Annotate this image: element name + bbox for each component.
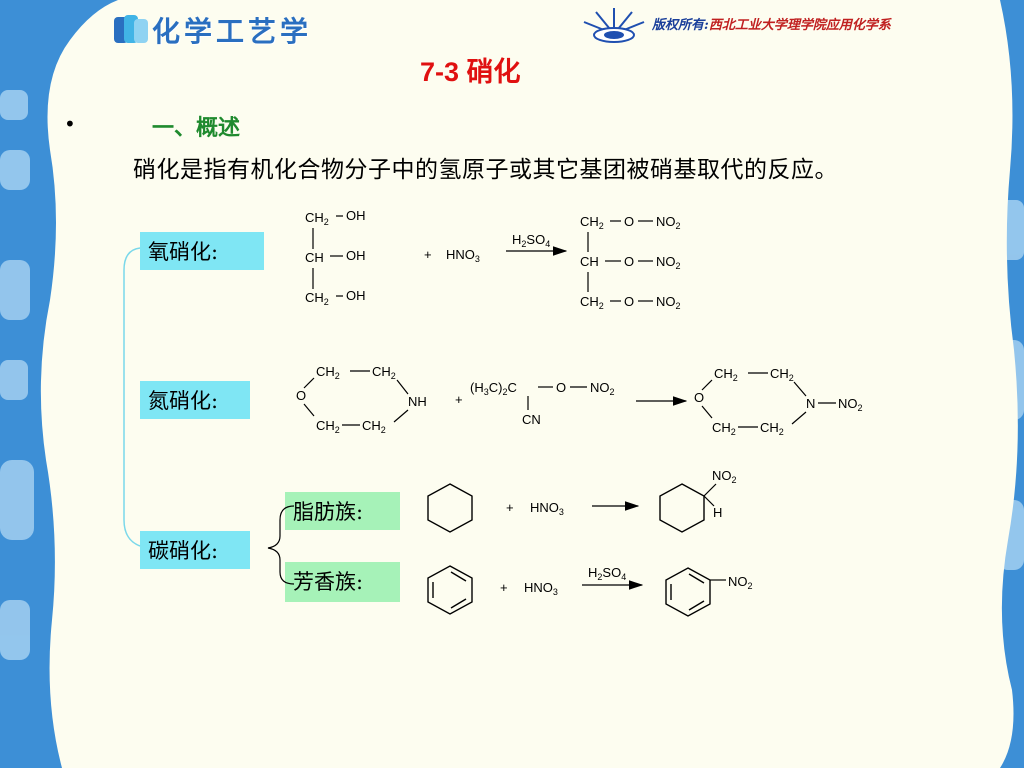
svg-text:CH2: CH2 xyxy=(714,366,738,383)
course-logo: 化学工艺学 xyxy=(112,8,312,52)
svg-text:CH2: CH2 xyxy=(580,294,604,311)
nitrogen-nitration-reaction: CH2 CH2 O NH CH2 CH2 + (H3C)2C O NO2 CN xyxy=(296,364,863,437)
section-heading: 一、概述 xyxy=(152,115,241,141)
svg-text:HNO3: HNO3 xyxy=(530,500,564,517)
svg-text:O: O xyxy=(296,388,306,403)
definition-text: 硝化是指有机化合物分子中的氢原子或其它基团被硝基取代的反应。 xyxy=(133,157,838,183)
label-carbon-nitration: 碳硝化: xyxy=(140,531,250,569)
svg-text:O: O xyxy=(624,214,634,229)
oxy-nitration-reaction: CH2 OH CH OH CH2 OH + HNO3 H2SO4 CH2 O N… xyxy=(305,208,681,311)
svg-text:NO2: NO2 xyxy=(590,380,615,397)
slide-title: 7-3 硝化 xyxy=(420,57,521,87)
nitrocyclohexane-ring xyxy=(659,483,705,533)
svg-text:CH: CH xyxy=(580,254,599,269)
svg-text:(H3C)2C: (H3C)2C xyxy=(470,380,517,397)
benzene-ring xyxy=(427,565,473,615)
nitroglycerin-product: CH2 O NO2 CH O NO2 CH2 O NO2 xyxy=(580,214,681,311)
svg-text:O: O xyxy=(556,380,566,395)
svg-text:H2SO4: H2SO4 xyxy=(512,232,550,249)
svg-text:+: + xyxy=(506,500,514,515)
svg-text:H2SO4: H2SO4 xyxy=(588,565,626,582)
svg-text:NO2: NO2 xyxy=(656,254,681,271)
label-aliphatic: 脂肪族: xyxy=(285,492,400,530)
label-oxy-nitration: 氧硝化: xyxy=(140,232,264,270)
svg-text:H: H xyxy=(713,505,722,520)
svg-text:O: O xyxy=(624,254,634,269)
svg-text:OH: OH xyxy=(346,288,366,303)
glycerol-reactant: CH2 OH CH OH CH2 OH xyxy=(305,208,366,307)
svg-text:HNO3: HNO3 xyxy=(524,580,558,597)
svg-text:CH2: CH2 xyxy=(580,214,604,231)
svg-text:+: + xyxy=(424,247,432,262)
svg-text:N: N xyxy=(806,396,815,411)
svg-text:NO2: NO2 xyxy=(712,468,737,485)
morpholine-reactant: CH2 CH2 O NH CH2 CH2 xyxy=(296,364,427,435)
svg-text:NO2: NO2 xyxy=(838,396,863,413)
svg-text:CH2: CH2 xyxy=(316,418,340,435)
nitrobenzene-ring xyxy=(665,567,726,617)
copyright-prefix: 版权所有: xyxy=(652,18,709,33)
logo-text: 化学工艺学 xyxy=(152,15,313,48)
classification-brace xyxy=(123,247,141,547)
svg-text:NO2: NO2 xyxy=(656,214,681,231)
svg-text:OH: OH xyxy=(346,248,366,263)
copyright-owner: 西北工业大学理学院应用化学系 xyxy=(708,18,891,33)
svg-text:CN: CN xyxy=(522,412,541,427)
svg-text:CH2: CH2 xyxy=(305,290,329,307)
svg-text:HNO3: HNO3 xyxy=(446,247,480,264)
svg-text:O: O xyxy=(624,294,634,309)
label-nitrogen-nitration: 氮硝化: xyxy=(140,381,250,419)
svg-text:CH2: CH2 xyxy=(712,420,736,437)
svg-text:NH: NH xyxy=(408,394,427,409)
svg-text:NO2: NO2 xyxy=(656,294,681,311)
bullet-marker: • xyxy=(64,112,76,136)
svg-text:CH2: CH2 xyxy=(770,366,794,383)
svg-text:CH2: CH2 xyxy=(316,364,340,381)
svg-text:NO2: NO2 xyxy=(728,574,753,591)
cyclohexane-ring xyxy=(427,483,473,533)
svg-text:CH2: CH2 xyxy=(760,420,784,437)
svg-text:O: O xyxy=(694,390,704,405)
svg-text:OH: OH xyxy=(346,208,366,223)
nitromorpholine-product: CH2 CH2 O N NO2 CH2 CH2 xyxy=(694,366,863,437)
nitrating-agent: + (H3C)2C O NO2 CN xyxy=(455,380,615,427)
svg-text:+: + xyxy=(500,580,508,595)
carbon-subtype-brace xyxy=(267,505,295,585)
svg-text:+: + xyxy=(455,392,463,407)
university-emblem-icon xyxy=(583,8,645,43)
svg-text:CH2: CH2 xyxy=(362,418,386,435)
svg-text:CH2: CH2 xyxy=(372,364,396,381)
copyright-notice: 版权所有:西北工业大学理学院应用化学系 xyxy=(652,14,891,33)
svg-text:CH2: CH2 xyxy=(305,210,329,227)
label-aromatic: 芳香族: xyxy=(285,562,400,602)
flask-decoration-left xyxy=(0,90,34,660)
aromatic-nitration-reaction: + HNO3 H2SO4 NO2 xyxy=(427,565,753,617)
logo-icon xyxy=(114,15,148,43)
aliphatic-nitration-reaction: + HNO3 NO2 H xyxy=(427,468,737,533)
svg-text:CH: CH xyxy=(305,250,324,265)
